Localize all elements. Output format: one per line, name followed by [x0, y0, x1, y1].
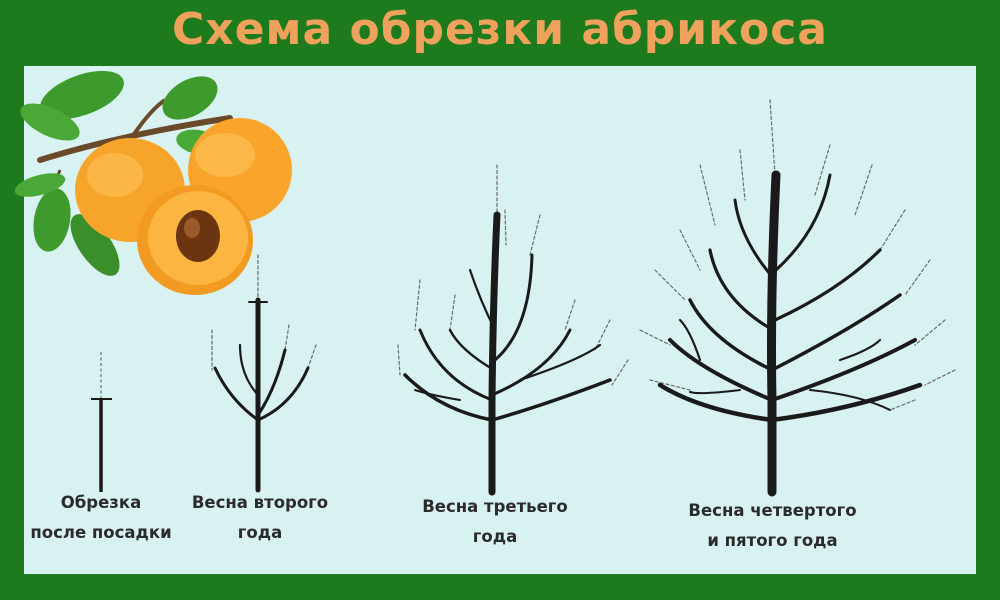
caption-stage-3-line1: Весна третьего: [422, 497, 568, 516]
caption-stage-4-line2: и пятого года: [707, 531, 838, 550]
diagram-title: Схема обрезки абрикоса: [172, 4, 828, 55]
tree-stage-2: [211, 254, 317, 493]
tree-stage-1: [91, 352, 112, 492]
apricot-illustration: [14, 70, 292, 295]
caption-stage-3: Весна третьего года: [405, 492, 585, 552]
caption-stage-1-line2: после посадки: [30, 523, 172, 542]
tree-stage-3: [397, 164, 629, 496]
diagram-panel: [24, 66, 976, 574]
caption-stage-4: Весна четвертого и пятого года: [680, 496, 865, 556]
caption-stage-1: Обрезка после посадки: [28, 488, 174, 548]
caption-stage-4-line1: Весна четвертого: [688, 501, 857, 520]
tree-stage-4: [639, 99, 956, 497]
caption-stage-1-line1: Обрезка: [60, 493, 142, 512]
caption-stage-2-line1: Весна второго: [191, 493, 329, 512]
caption-stage-2-line2: года: [237, 523, 283, 542]
caption-stage-2: Весна второго года: [180, 488, 340, 548]
caption-stage-3-line2: года: [472, 527, 518, 546]
